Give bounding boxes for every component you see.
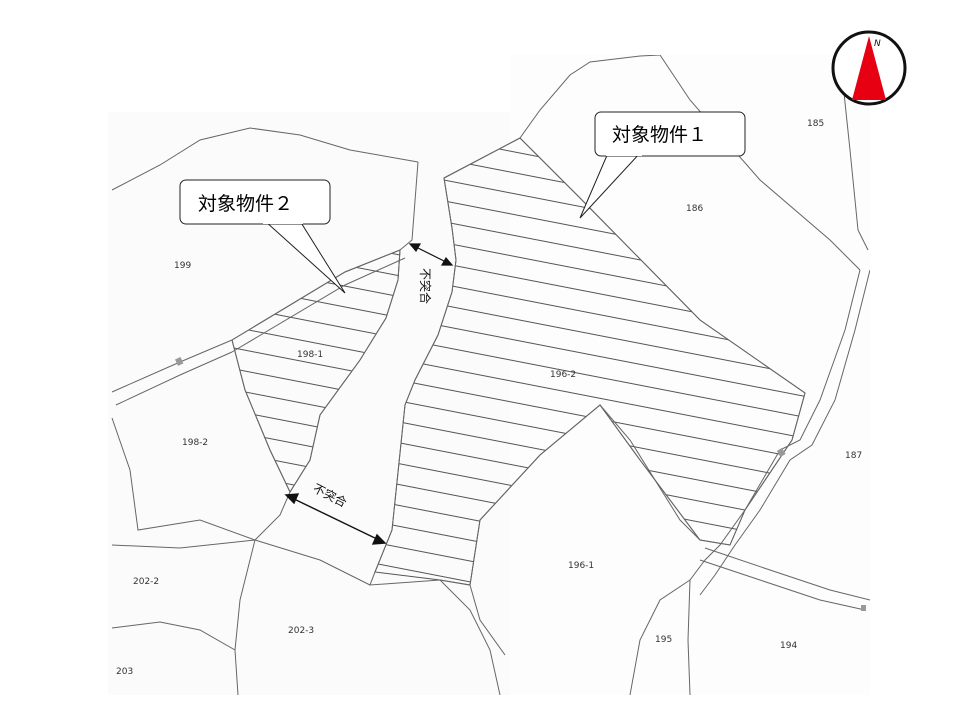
north-arrow-icon [852,36,886,100]
road-mark-left [175,357,184,366]
parcel-label-196-2: 196-2 [550,370,576,380]
road-mark-edge [861,605,866,611]
parcel-label-187: 187 [845,451,862,461]
compass-north-label: N [874,39,881,49]
parcel-label-195: 195 [655,635,672,645]
parcel-label-194: 194 [780,641,797,651]
parcel-label-202-2: 202-2 [133,577,159,587]
callout-property-2: 対象物件２ [179,179,346,294]
mismatch-arrow-vertical [408,243,454,266]
parcel-label-185: 185 [807,119,824,129]
parcel-label-202-3: 202-3 [288,626,314,636]
callout-property-1-label: 対象物件１ [612,124,707,146]
compass: N [831,30,907,106]
callout-property-2-label: 対象物件２ [198,193,293,215]
road-mark-right [776,447,786,457]
parcel-label-186: 186 [686,204,703,214]
mismatch-arrow-horizontal [284,493,387,545]
mismatch-label-vertical: 不突合 [418,268,433,304]
parcel-label-203: 203 [116,667,133,677]
parcel-label-196-1: 196-1 [568,561,594,571]
callout-property-1: 対象物件１ [579,111,746,219]
parcel-label-199: 199 [174,261,191,271]
parcel-label-198-1: 198-1 [297,350,323,360]
parcel-label-198-2: 198-2 [182,438,208,448]
